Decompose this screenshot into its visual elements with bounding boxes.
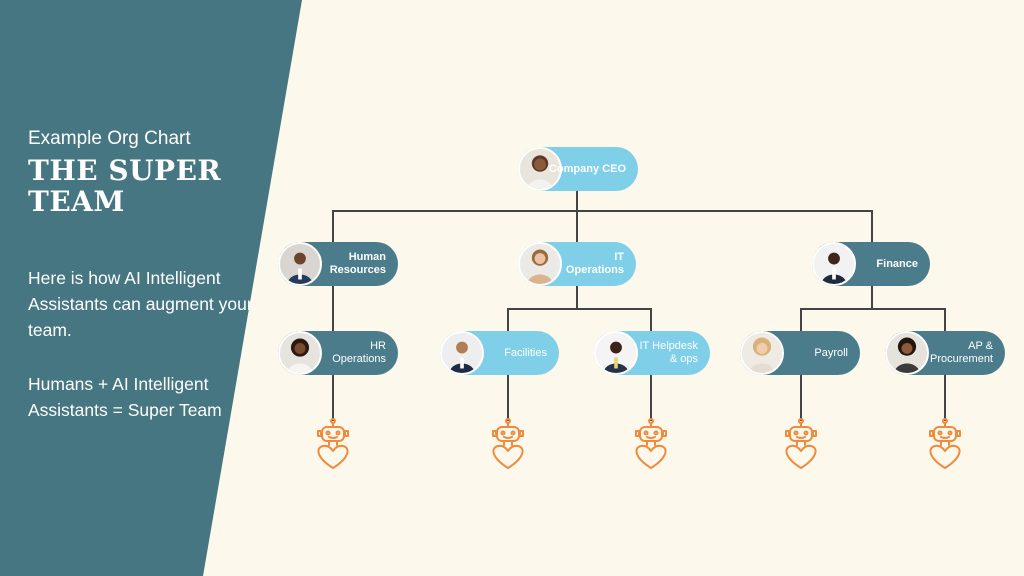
robot-heart-icon — [783, 418, 819, 470]
connector-finance-bar — [800, 308, 946, 310]
super-team-formula: Humans + AI Intelligent Assistants = Sup… — [28, 374, 222, 420]
male-staff-avatar-2 — [594, 331, 638, 375]
node-label: Finance — [876, 257, 918, 270]
slide-description: Here is how AI Intelligent Assistants ca… — [28, 268, 253, 340]
node-human-resources[interactable]: Human Resources — [278, 242, 398, 286]
node-label: IT Operations — [565, 251, 624, 276]
connector-facilities-up — [507, 308, 509, 331]
connector-ap-assistant — [944, 375, 946, 421]
male-manager-avatar — [278, 242, 322, 286]
connector-departments-bar — [332, 210, 873, 212]
node-facilities[interactable]: Facilities — [440, 331, 559, 375]
connector-it-down — [576, 286, 578, 309]
node-label: Payroll — [814, 346, 848, 359]
connector-hr-down — [332, 286, 334, 331]
node-it-helpdesk[interactable]: IT Helpdesk & ops — [594, 331, 710, 375]
male-manager-avatar-2 — [812, 242, 856, 286]
connector-finance-up — [871, 210, 873, 242]
connector-ap-up — [944, 308, 946, 331]
connector-facilities-assistant — [507, 375, 509, 421]
connector-helpdesk-up — [650, 308, 652, 331]
node-label: Company CEO — [548, 162, 626, 175]
female-executive-avatar — [518, 147, 562, 191]
node-label: IT Helpdesk & ops — [639, 340, 699, 365]
female-staff-avatar-2 — [740, 331, 784, 375]
connector-payroll-up — [800, 308, 802, 331]
connector-payroll-assistant — [800, 375, 802, 421]
robot-heart-icon — [633, 418, 669, 470]
connector-finance-down — [871, 286, 873, 309]
connector-helpdesk-assistant — [650, 375, 652, 421]
female-staff-avatar — [278, 331, 322, 375]
robot-heart-icon — [315, 418, 351, 470]
connector-it-up — [576, 210, 578, 242]
female-staff-avatar-3 — [885, 331, 929, 375]
connector-it-bar — [507, 308, 652, 310]
slide-subtitle: Example Org Chart — [28, 128, 191, 149]
node-finance[interactable]: Finance — [812, 242, 930, 286]
node-it-operations[interactable]: IT Operations — [518, 242, 636, 286]
node-label: HR Operations — [332, 340, 386, 365]
node-company-ceo[interactable]: Company CEO — [518, 147, 638, 191]
connector-hr-ops-assistant — [332, 375, 334, 421]
slide-title: THE SUPER TEAM — [28, 154, 222, 218]
connector-hr-up — [332, 210, 334, 242]
robot-heart-icon — [927, 418, 963, 470]
node-label: AP & Procurement — [930, 340, 993, 365]
node-ap-procurement[interactable]: AP & Procurement — [885, 331, 1005, 375]
node-label: Facilities — [504, 346, 547, 359]
node-hr-operations[interactable]: HR Operations — [278, 331, 398, 375]
connector-ceo-down — [576, 191, 578, 211]
node-payroll[interactable]: Payroll — [740, 331, 860, 375]
male-staff-avatar — [440, 331, 484, 375]
robot-heart-icon — [490, 418, 526, 470]
female-manager-avatar — [518, 242, 562, 286]
node-label: Human Resources — [329, 251, 386, 276]
